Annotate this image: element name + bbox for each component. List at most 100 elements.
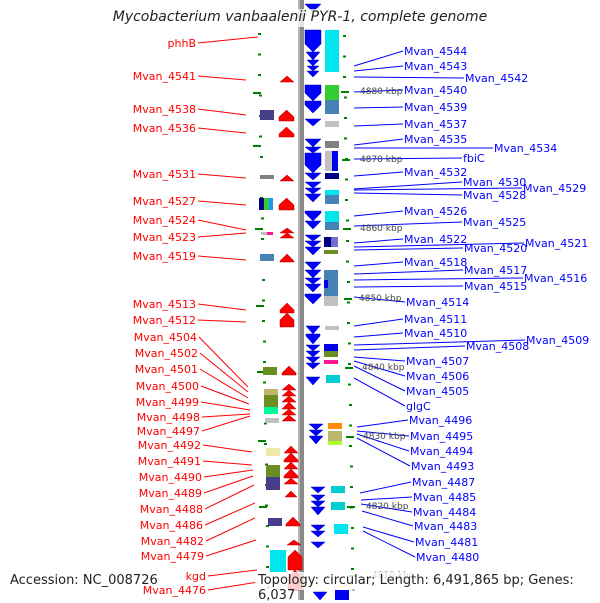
reverse-gene-label: Mvan_4519 (133, 250, 196, 263)
reverse-gene-arrow (279, 253, 295, 263)
forward-leader-line (359, 481, 412, 494)
forward-leader-line (360, 496, 413, 501)
forward-feature-box (325, 222, 339, 230)
reverse-feature-box (268, 518, 282, 526)
reverse-gene-arrow (279, 302, 295, 314)
forward-gene-label: Mvan_4529 (523, 182, 586, 195)
reverse-feature-box (270, 550, 286, 572)
forward-gene-arrow (305, 344, 321, 352)
forward-gene-label: Mvan_4511 (404, 313, 467, 326)
reverse-gene-label: Mvan_4491 (138, 455, 201, 468)
reverse-tick-dot (262, 320, 265, 322)
reverse-leader-line (200, 385, 250, 405)
forward-leader-line (353, 187, 523, 191)
reverse-tick-dot (259, 94, 262, 97)
reverse-strand-genes (278, 75, 303, 591)
forward-gene-arrow (304, 138, 322, 148)
forward-major-tick (345, 367, 353, 369)
reverse-tick-dot (265, 463, 268, 466)
forward-leader-line (353, 106, 404, 109)
forward-leader-line (353, 277, 524, 281)
forward-gene-label: Mvan_4514 (406, 296, 469, 309)
forward-gene-arrow (306, 70, 320, 78)
forward-gene-arrow (305, 376, 321, 386)
forward-gene-arrow (304, 220, 322, 230)
forward-gene-label: Mvan_4496 (409, 414, 472, 427)
reverse-feature-box (260, 254, 274, 261)
reverse-gene-arrow (278, 126, 295, 138)
forward-tick-dot (347, 281, 350, 283)
forward-gene-label: Mvan_4480 (416, 551, 479, 564)
forward-gene-label: Mvan_4495 (410, 430, 473, 443)
reverse-feature-box (260, 110, 274, 120)
forward-feature-box (331, 486, 345, 493)
forward-gene-arrow (306, 59, 320, 67)
reverse-gene-arrow (283, 477, 299, 485)
forward-gene-label: Mvan_4515 (464, 280, 527, 293)
forward-tick-dot (349, 424, 352, 427)
forward-leader-line (353, 138, 404, 146)
forward-feature-box (325, 211, 339, 222)
forward-gene-label: glgC (406, 400, 431, 413)
accession-text: Accession: NC_008726 (10, 573, 158, 588)
forward-gene-arrow (308, 423, 324, 431)
forward-leader-line (353, 296, 406, 303)
forward-tick-dot (351, 527, 354, 529)
forward-leader-line (353, 285, 464, 288)
reverse-leader-line (203, 475, 254, 494)
forward-strand-genes (304, 3, 328, 600)
genome-summary-text: Topology: circular; Length: 6,491,865 bp… (258, 573, 574, 603)
reverse-gene-label: Mvan_4536 (133, 122, 196, 135)
reverse-gene-label: Mvan_4497 (137, 425, 200, 438)
reverse-feature-box (269, 198, 273, 210)
forward-tick-dot (348, 383, 351, 386)
forward-gene-label: Mvan_4532 (404, 166, 467, 179)
forward-tick-dot (350, 465, 353, 468)
forward-gene-label: Mvan_4526 (404, 205, 467, 218)
reverse-gene-arrow (279, 174, 295, 182)
reverse-leader-line (197, 127, 247, 134)
forward-feature-box (325, 30, 339, 72)
reverse-gene-arrow (279, 232, 295, 239)
forward-tick-dot (345, 178, 348, 181)
forward-major-tick (346, 436, 354, 438)
forward-leader-line (356, 433, 410, 452)
reverse-gene-arrow (281, 414, 297, 422)
reverse-feature-box (267, 232, 273, 235)
reverse-gene-arrow (284, 490, 298, 498)
forward-leader-line (353, 89, 404, 93)
forward-leader-line (353, 318, 404, 327)
forward-feature-box (325, 141, 339, 148)
reverse-gene-label: Mvan_4531 (133, 168, 196, 181)
forward-gene-label: Mvan_4487 (412, 476, 475, 489)
reverse-gene-arrow (281, 365, 297, 376)
reverse-feature-box (259, 198, 264, 210)
forward-gene-label: Mvan_4493 (411, 460, 474, 473)
forward-gene-label: Mvan_4485 (413, 491, 476, 504)
reverse-gene-arrow (283, 468, 299, 479)
forward-gene-arrow (305, 350, 321, 358)
reverse-major-tick (259, 506, 267, 508)
reverse-leader-line (202, 460, 253, 466)
ruler-tick-label: 4850 kbp (359, 294, 402, 304)
forward-gene-arrow (304, 187, 322, 195)
forward-gene-label: Mvan_4506 (406, 370, 469, 383)
forward-feature-box (328, 423, 342, 429)
forward-strand-labels: Mvan_4544Mvan_4543Mvan_4542Mvan_4540Mvan… (353, 45, 589, 564)
forward-feature-box (324, 360, 338, 364)
reverse-tick-dot (261, 217, 264, 220)
reverse-strand-labels: phhBMvan_4541Mvan_4538Mvan_4536Mvan_4531… (133, 36, 259, 597)
forward-tick-dot (350, 486, 353, 488)
forward-tick-dot (348, 363, 351, 365)
forward-leader-line (353, 339, 526, 346)
reverse-tick-dot (259, 135, 262, 138)
reverse-gene-arrow (281, 389, 297, 397)
reverse-leader-line (204, 484, 255, 510)
forward-gene-arrow (312, 591, 328, 600)
reverse-gene-arrow (279, 227, 295, 234)
forward-major-tick (344, 298, 352, 300)
reverse-gene-arrow (278, 109, 295, 122)
forward-gene-label: Mvan_4505 (406, 385, 469, 398)
forward-gene-arrow (310, 500, 326, 508)
reverse-gene-label: Mvan_4499 (136, 396, 199, 409)
